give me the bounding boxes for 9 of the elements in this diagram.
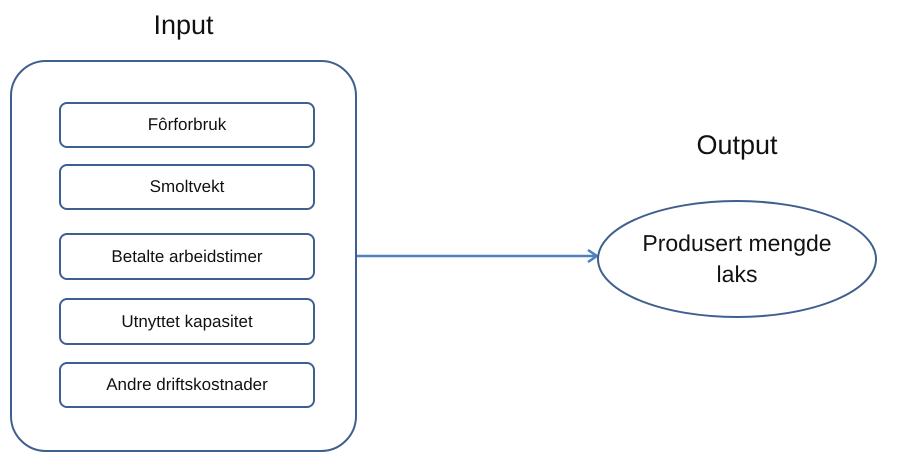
process-box: Utnyttet kapasitet <box>59 298 315 345</box>
node-heading: Output <box>695 130 779 162</box>
process-box: Andre driftskostnader <box>59 362 315 408</box>
process-box: Smoltvekt <box>59 164 315 210</box>
output-ellipse: Produsert mengde laks <box>597 200 877 318</box>
process-box: Fôrforbruk <box>59 102 315 148</box>
group-heading: Input <box>152 10 215 42</box>
process-box: Betalte arbeidstimer <box>59 233 315 280</box>
arrow <box>357 248 598 264</box>
